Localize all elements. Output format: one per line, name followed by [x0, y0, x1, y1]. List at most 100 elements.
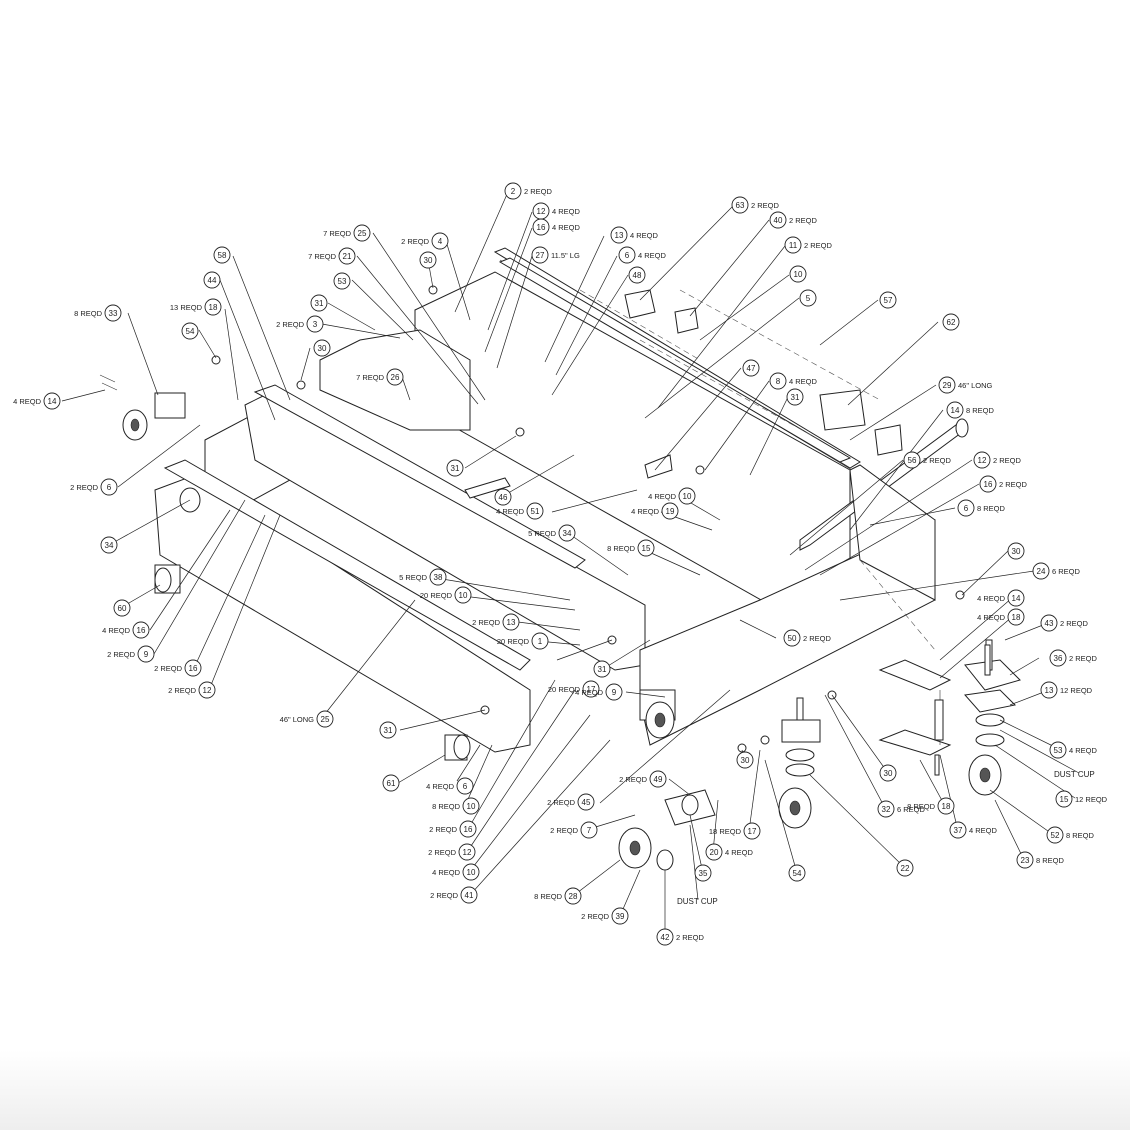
callout-number: 29: [943, 381, 952, 390]
callout-number: 10: [467, 802, 476, 811]
callout-54: 54: [788, 864, 806, 882]
callout-number: 9: [144, 650, 149, 659]
callout-number: 50: [788, 634, 797, 643]
callout-quantity: 2 REQD: [524, 187, 553, 196]
callout-quantity: 8 REQD: [74, 309, 103, 318]
callout-bubble: [979, 475, 997, 493]
bracket-40: [674, 307, 699, 334]
callout-quantity: 8 REQD: [432, 802, 461, 811]
callout-22: 22: [896, 859, 914, 877]
callout-number: 14: [951, 406, 960, 415]
callout-number: 54: [793, 869, 802, 878]
callout-number: 15: [1060, 795, 1069, 804]
callout-quantity: 4 REQD: [630, 231, 659, 240]
callout-number: 46: [499, 493, 508, 502]
slot-plate-46: [464, 477, 511, 499]
callout-bubble: [942, 313, 960, 331]
callout-number: 48: [633, 271, 642, 280]
callout-quantity: 6 REQD: [897, 805, 926, 814]
callout-bubble: [879, 764, 897, 782]
callout-bubble: [419, 251, 437, 269]
callout-bubble: [605, 683, 623, 701]
callout-quantity: 2 REQD: [923, 456, 952, 465]
callout-number: 42: [661, 933, 670, 942]
callout-60: 60: [113, 599, 131, 617]
callout-quantity: 2 REQD: [999, 480, 1028, 489]
callout-number: 4: [438, 237, 443, 246]
callout-19: 194 REQD: [631, 502, 679, 520]
caster-wheel-61: [453, 734, 471, 760]
callout-quantity: 4 REQD: [977, 613, 1006, 622]
callout-21: 217 REQD: [308, 247, 356, 265]
callout-number: 6: [107, 483, 112, 492]
callout-bubble: [446, 459, 464, 477]
callout-bubble: [316, 710, 334, 728]
callout-bubble: [582, 680, 600, 698]
callout-9: 92 REQD: [107, 645, 155, 663]
callout-30: 30: [313, 339, 331, 357]
callout-quantity: 7 REQD: [323, 229, 352, 238]
callout-number: 51: [531, 507, 540, 516]
callout-bubble: [1007, 589, 1025, 607]
callout-number: 12: [463, 848, 472, 857]
callout-number: 24: [1037, 567, 1046, 576]
callout-41: 41 2 REQD: [430, 886, 478, 904]
callout-quantity: 2 REQD: [428, 848, 457, 857]
caster-wheel-60: [154, 567, 172, 593]
callout-16: 162 REQD: [154, 659, 202, 677]
callout-number: 12: [537, 207, 546, 216]
callout-31: 31: [310, 294, 328, 312]
callout-quantity: 6 REQD: [1052, 567, 1081, 576]
callout-51: 514 REQD: [496, 502, 544, 520]
callout-bubble: [43, 392, 61, 410]
callout-bubble: [783, 629, 801, 647]
callout-number: 17: [748, 827, 757, 836]
callout-quantity: 2 REQD: [993, 456, 1022, 465]
callout-14: 144 REQD: [977, 589, 1025, 607]
callout-quantity: 2 REQD: [430, 891, 459, 900]
callout-12: 122 REQD: [168, 681, 216, 699]
callout-quantity: 20 REQD: [497, 637, 530, 646]
callout-39: 392 REQD: [581, 907, 629, 925]
callout-bubble: [743, 822, 761, 840]
callout-number: 10: [794, 270, 803, 279]
callout-number: 41: [465, 891, 474, 900]
callout-quantity: 2 REQD: [1060, 619, 1089, 628]
callout-number: 13: [507, 618, 516, 627]
callout-bubble: [462, 863, 480, 881]
callout-57: 57: [879, 291, 897, 309]
callout-bubble: [736, 751, 754, 769]
callout-quantity: 4 REQD: [432, 868, 461, 877]
callout-bubble: [1032, 562, 1050, 580]
callout-bubble: [938, 376, 956, 394]
callout-number: 16: [137, 626, 146, 635]
callout-quantity: 8 REQD: [534, 892, 563, 901]
callout-34: 345 REQD: [528, 524, 576, 542]
callout-quantity: 5 REQD: [528, 529, 557, 538]
callout-quantity: 2 REQD: [581, 912, 610, 921]
callout-bubble: [204, 298, 222, 316]
callout-number: 13: [615, 231, 624, 240]
callout-number: 31: [384, 726, 393, 735]
callout-quantity: 2 REQD: [472, 618, 501, 627]
callout-number: 35: [699, 869, 708, 878]
callout-number: 23: [1021, 856, 1030, 865]
callout-bubble: [431, 232, 449, 250]
front-top-strip: [163, 459, 531, 671]
callout-28: 288 REQD: [534, 887, 582, 905]
callout-quantity: 5 REQD: [399, 573, 428, 582]
callout-bubble: [526, 502, 544, 520]
callout-number: 52: [1051, 831, 1060, 840]
callout-quantity: 8 REQD: [966, 406, 995, 415]
callout-bubble: [458, 843, 476, 861]
callout-quantity: 2 REQD: [429, 825, 458, 834]
